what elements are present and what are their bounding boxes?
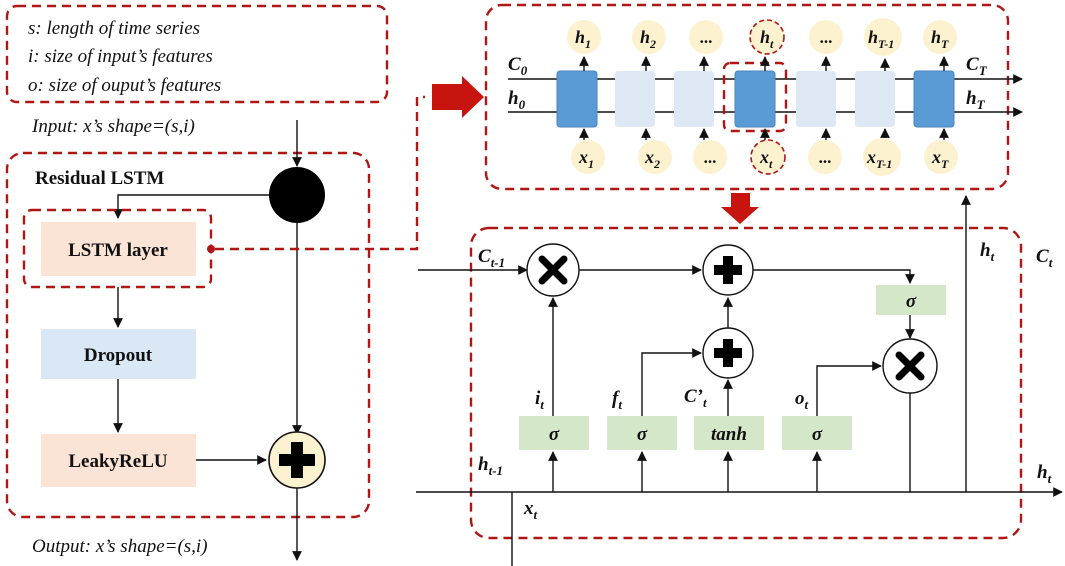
output-sigma-box [876,285,946,315]
h-t-out-label: ht [1037,462,1052,486]
ht-label: hT [966,88,986,112]
cell-state-to-sigma-arrow [753,269,915,284]
input-gate-sigma-label: σ [549,424,560,445]
hidden-output-row: h1 h2 ... ht ... hT-1 hT [567,18,957,71]
candidate-tanh-box [694,416,764,450]
split-node [269,167,325,223]
hidden-circle-2 [632,20,666,54]
o-t-arrow [816,361,882,416]
output-gate-sigma-box [782,416,852,450]
hidden-circle-6 [864,18,902,56]
input-label-3: ... [704,148,717,167]
h0-label: h0 [508,88,526,112]
lstm-cell-T [913,70,955,128]
lstm-cell-6 [855,71,895,127]
hidden-circle-1 [567,20,601,54]
h-t-out-arrow [909,393,1063,497]
hidden-label-5: ... [820,28,833,47]
c-prev-label: Ct-1 [478,246,505,270]
lstm-cell-3 [674,71,714,127]
legend-line-1: s: length of time series [28,18,200,39]
hidden-circle-3 [689,20,723,54]
hidden-circle-t [750,20,784,54]
unrolled-lstm-box [484,3,1010,191]
hidden-label-1: h1 [575,27,591,51]
hidden-circle-T [923,20,957,54]
dropout-box [41,329,196,379]
expand-arrow-down [721,193,759,224]
lstm-layer-box [41,222,196,276]
legend-line-2: i: size of input’s features [28,46,213,67]
input-circle-3 [693,140,727,174]
lstm-layer-label: LSTM layer [68,240,168,261]
expand-arrow-right [432,76,484,118]
input-circle-T [924,140,958,174]
lstm-cell-t [734,70,776,128]
lstm-cell-2 [615,71,655,127]
hidden-label-6: hT-1 [868,27,894,51]
input-circle-1 [571,140,605,174]
h-prev-label: ht-1 [478,454,503,478]
input-label-5: ... [819,148,832,167]
input-circle-5 [808,140,842,174]
x-t-label: xt [523,498,538,522]
input-circle-6 [863,138,901,176]
residual-lstm-title: Residual LSTM [35,168,164,189]
input-circle-t [751,140,785,174]
lstm-cell-5 [796,71,836,127]
input-row: x1 x2 ... xt ... xT-1 xT [571,128,958,176]
hidden-label-2: h2 [640,27,656,51]
output-gate-sigma-label: σ [812,424,823,445]
forget-gate-sigma-box [607,416,677,450]
hidden-label-T: hT [931,27,949,51]
hidden-circle-5 [809,20,843,54]
leakyrelu-box [41,434,196,487]
input-label-2: x2 [644,147,660,171]
input-gate-sigma-box [519,416,589,450]
connector-dot [207,245,215,253]
lstm-cell-detail-box [469,226,1023,540]
plus-icon [279,442,315,478]
hidden-label-3: ... [700,28,713,47]
f-t-arrow [641,348,702,416]
residual-lstm-box [5,151,371,519]
c0-label: C0 [508,54,528,78]
input-circle-t-highlight [750,139,786,175]
connector-dashed-line [215,95,425,251]
hidden-label-t: ht [760,27,774,51]
dropout-label: Dropout [84,345,153,366]
ct-label: CT [966,54,988,78]
input-label-1: x1 [578,147,594,171]
output-shape-label: Output: x’s shape=(s,i) [32,536,208,557]
lstm-cell-t-highlight [722,61,788,133]
o-t-label: ot [795,388,809,412]
input-label-t: xt [759,147,773,171]
multiply-icon [895,351,925,381]
input-label-T: xT [931,147,949,171]
c-cand-label: C’t [684,386,707,410]
plus-icon [714,339,742,367]
forget-gate-sigma-label: σ [637,424,648,445]
legend-line-3: o: size of ouput’s features [28,75,221,96]
c-t-label: Ct [1036,246,1053,270]
input-label-6: xT-1 [866,147,892,171]
branch-arrow [113,194,269,219]
multiply-icon [538,255,568,285]
f-t-label: ft [612,388,622,412]
legend-box [5,4,389,104]
hidden-circle-t-highlight [749,19,785,55]
candidate-tanh-label: tanh [711,424,747,445]
plus-icon [714,256,742,284]
lstm-cell-1 [556,70,598,128]
i-t-label: it [535,388,544,412]
output-sigma-label: σ [906,291,917,312]
leakyrelu-label: LeakyReLU [68,451,168,472]
input-shape-label: Input: x’s shape=(s,i) [31,116,195,137]
h-t-up-label: ht [980,240,995,264]
input-circle-2 [638,140,672,174]
